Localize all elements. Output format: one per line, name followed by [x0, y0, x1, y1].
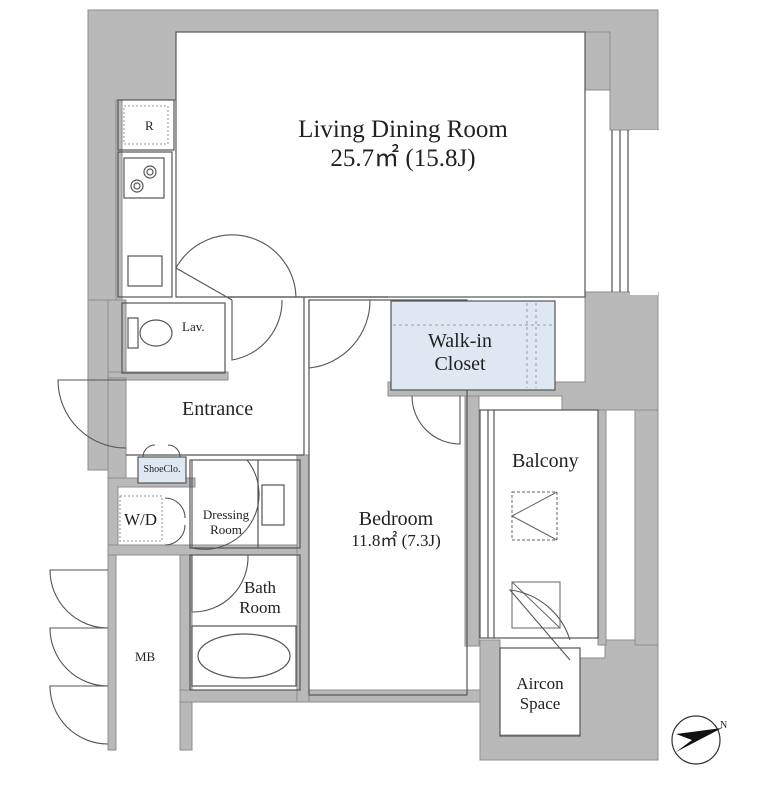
- bedroom-area: 11.8㎡ (7.3J): [351, 531, 441, 550]
- walk-in-closet-line2: Closet: [434, 353, 486, 375]
- outdoor-unit-icon: [511, 491, 561, 629]
- north-arrow-icon: [671, 715, 722, 765]
- aircon-space-line1: Aircon: [516, 674, 564, 693]
- lavatory-label: Lav.: [182, 319, 205, 334]
- dressing-room-line1: Dressing: [202, 507, 250, 522]
- walk-in-closet-rails: [393, 303, 553, 388]
- balcony-label: Balcony: [512, 450, 579, 472]
- bath-room-line1: Bath: [243, 578, 277, 597]
- washer-label: W/D: [124, 510, 158, 529]
- bedroom-label: Bedroom 11.8㎡ (7.3J): [334, 508, 458, 551]
- shoe-closet-label: ShoeClo.: [143, 464, 181, 475]
- refrigerator-symbol: [123, 105, 169, 145]
- bath-room-line2: Room: [239, 597, 281, 617]
- walk-in-closet-line1: Walk-in: [428, 330, 492, 352]
- walk-in-closet-area: [390, 300, 556, 391]
- meter-box-label: MB: [135, 649, 156, 664]
- bathtub-icon: [197, 633, 291, 679]
- doors: [49, 234, 571, 745]
- bath-room-label: Bath Room: [228, 578, 292, 617]
- toilet-icon: [127, 317, 173, 349]
- bedroom-name: Bedroom: [358, 508, 434, 530]
- living-dining-room-area: 25.7㎡ (15.8J): [330, 144, 476, 172]
- mirror-icon: [261, 484, 285, 526]
- aircon-space-label: Aircon Space: [502, 674, 578, 713]
- living-dining-room-label: Living Dining Room 25.7㎡ (15.8J): [278, 116, 528, 174]
- aircon-space-line2: Space: [519, 693, 561, 713]
- entrance-label: Entrance: [182, 398, 254, 420]
- walk-in-closet-label: Walk-in Closet: [412, 330, 508, 376]
- living-dining-room-name: Living Dining Room: [298, 116, 508, 143]
- stove-icon: [123, 157, 165, 199]
- washer-symbol: [119, 495, 163, 542]
- dressing-room-label: Dressing Room: [194, 507, 258, 538]
- dressing-room-line2: Room: [210, 521, 242, 537]
- interior-lines: [117, 31, 629, 737]
- sink-icon: [127, 255, 163, 287]
- compass-north-label: N: [720, 720, 728, 731]
- refrigerator-label: R: [145, 118, 154, 133]
- shoe-closet-area: [137, 456, 187, 484]
